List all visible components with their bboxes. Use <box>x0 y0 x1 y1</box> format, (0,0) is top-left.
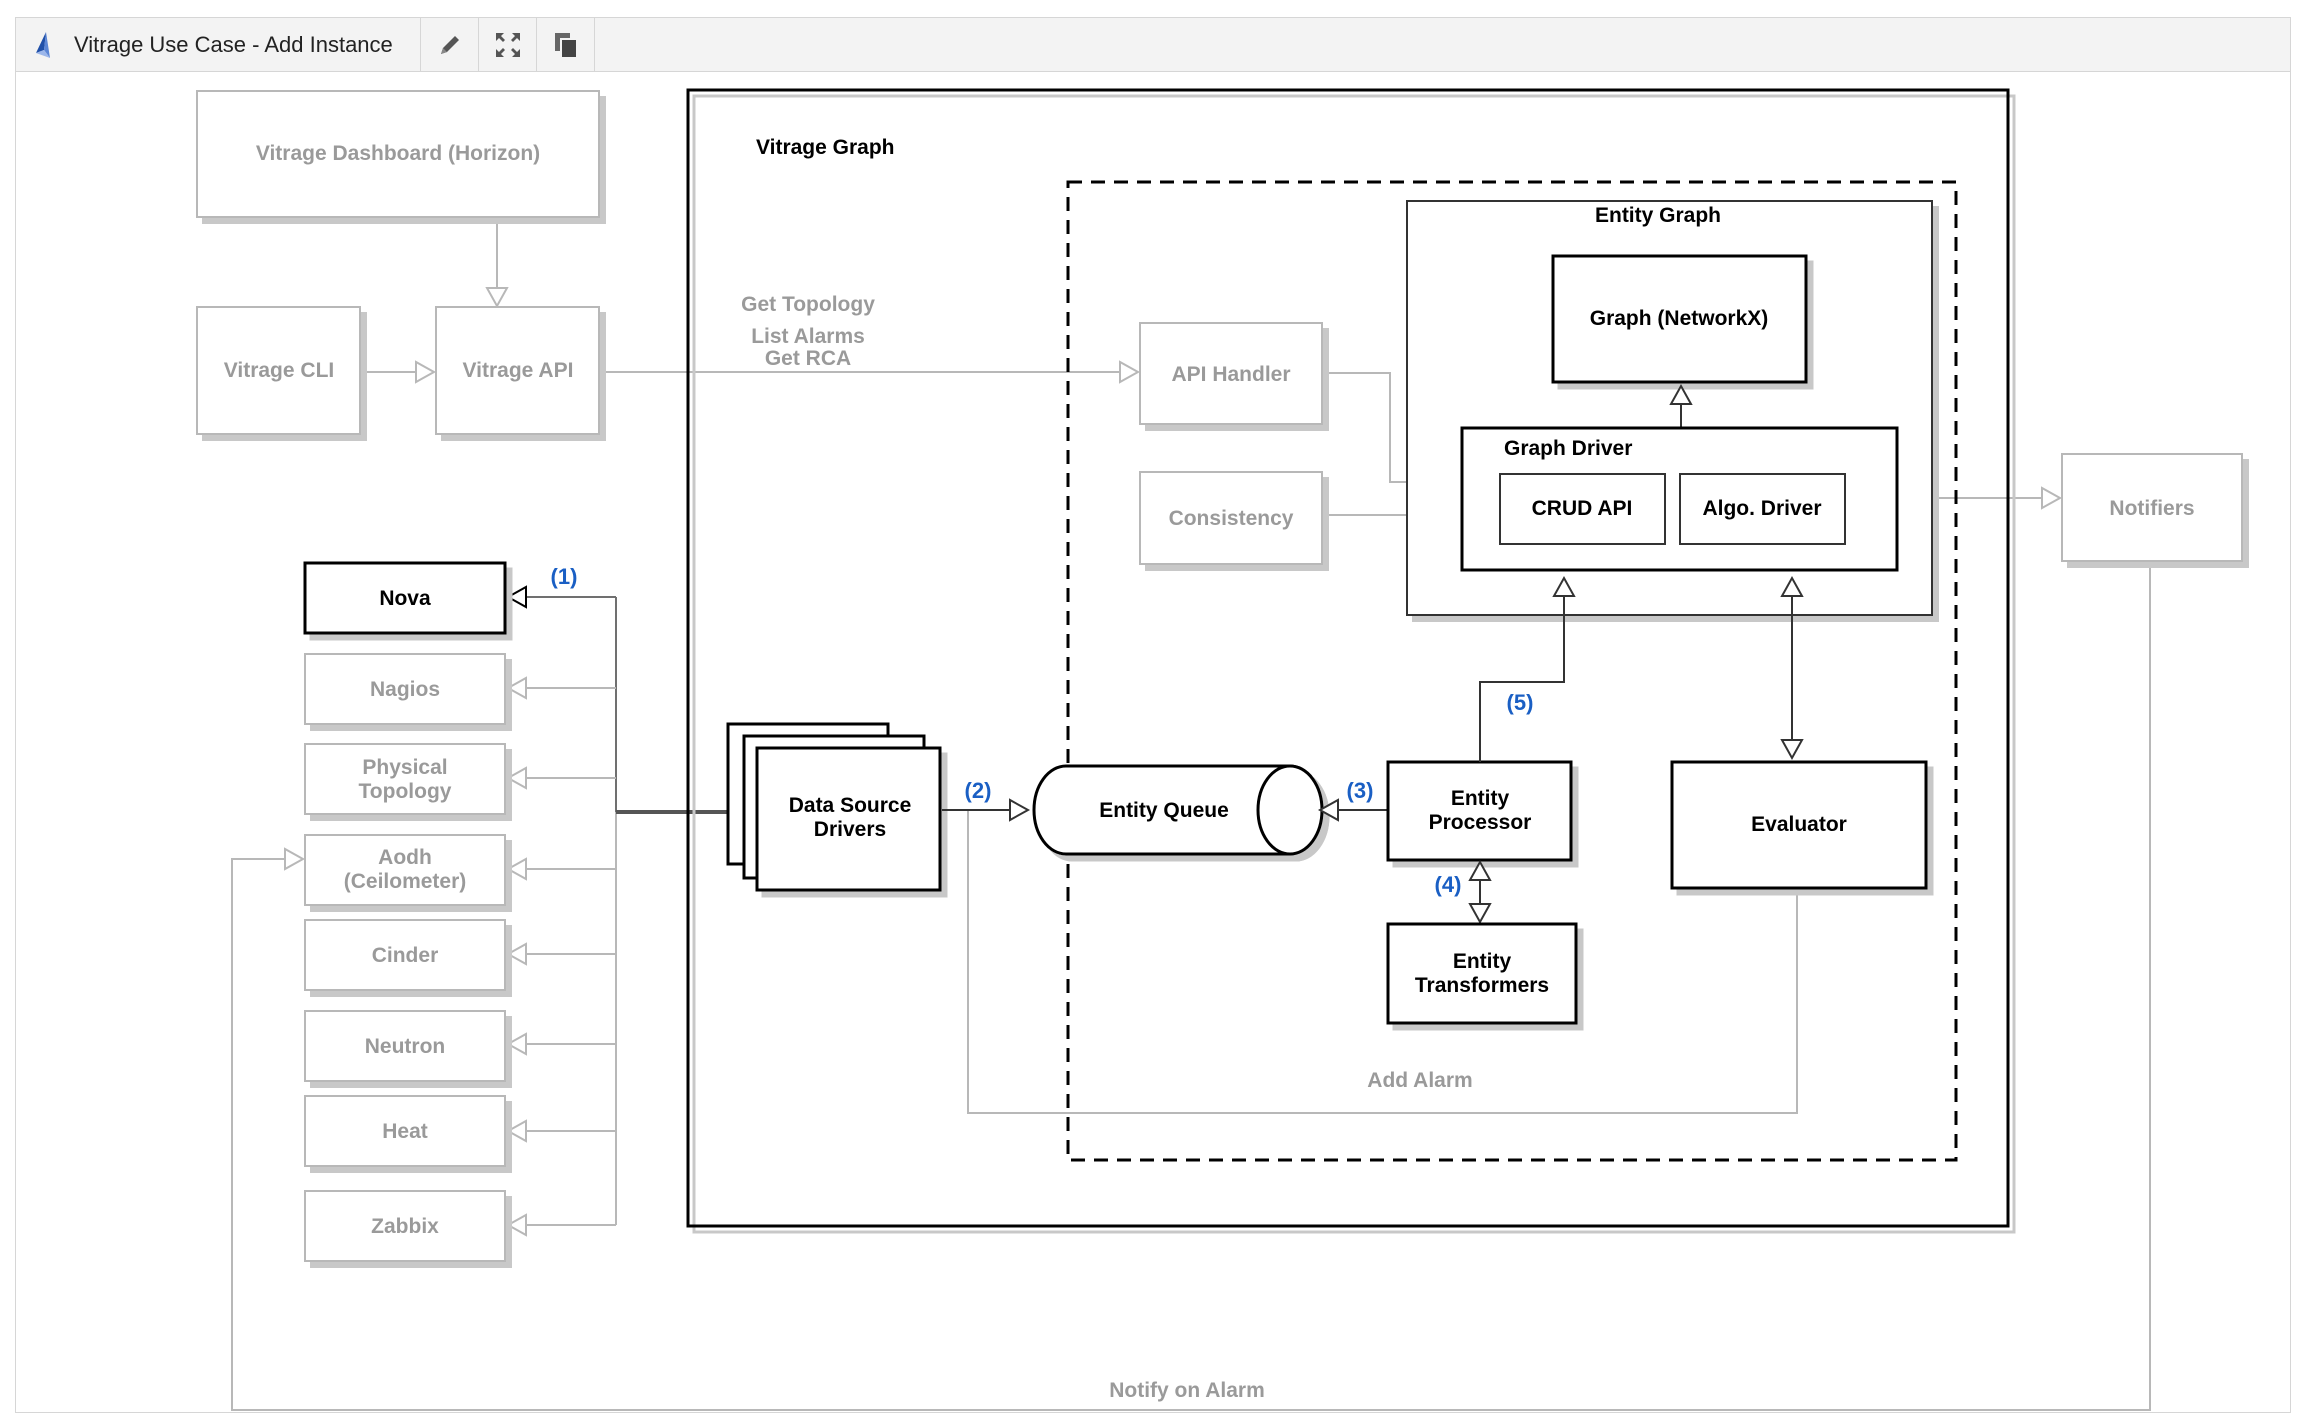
notify-on-alarm-label: Notify on Alarm <box>1109 1379 1265 1402</box>
entity-queue-label: Entity Queue <box>1099 799 1229 822</box>
aodh-box[interactable] <box>304 834 506 906</box>
expand-icon <box>495 32 520 57</box>
edit-button[interactable] <box>421 18 479 71</box>
physical-topology-box[interactable] <box>304 743 506 815</box>
api-handler-box[interactable] <box>1139 322 1323 425</box>
algo-driver-label: Algo. Driver <box>1702 497 1821 520</box>
fullscreen-button[interactable] <box>479 18 537 71</box>
evaluator-box[interactable] <box>1670 760 1928 890</box>
data-source-label-2: Drivers <box>814 818 886 841</box>
step-3-label: (3) <box>1347 778 1374 803</box>
algo-driver-box[interactable] <box>1679 473 1846 545</box>
api-box[interactable] <box>435 306 600 435</box>
connector-datasource-bus <box>505 585 730 1237</box>
data-source-drivers[interactable] <box>726 722 942 892</box>
dashboard-label: Vitrage Dashboard (Horizon) <box>256 142 540 165</box>
neutron-label: Neutron <box>365 1035 446 1058</box>
entity-graph-title: Entity Graph <box>1595 204 1721 227</box>
physical-topology-label-1: Physical <box>362 756 447 779</box>
nova-label: Nova <box>379 587 431 610</box>
consistency-label: Consistency <box>1169 507 1294 530</box>
aodh-label-2: (Ceilometer) <box>344 870 467 893</box>
toolbar: Vitrage Use Case - Add Instance <box>15 17 2291 72</box>
diagram-title: Vitrage Use Case - Add Instance <box>74 31 393 57</box>
connector-processor-graphdriver <box>1479 575 1576 762</box>
cli-box[interactable] <box>196 306 361 435</box>
neutron-box[interactable] <box>304 1010 506 1082</box>
heat-box[interactable] <box>304 1095 506 1167</box>
networkx-label: Graph (NetworkX) <box>1590 307 1769 330</box>
connector-notify-on-alarm <box>231 561 2151 1411</box>
connector-api-handler <box>598 360 1141 384</box>
connector-processor-transformers <box>1468 859 1492 925</box>
notifiers-label: Notifiers <box>2109 497 2194 520</box>
step-4-label: (4) <box>1435 872 1462 897</box>
diagram-title-tab[interactable]: Vitrage Use Case - Add Instance <box>16 18 421 71</box>
connector-graphdriver-networkx <box>1669 383 1693 428</box>
crud-api-box[interactable] <box>1499 473 1666 545</box>
api-handler-label: API Handler <box>1171 363 1290 386</box>
consistency-box[interactable] <box>1139 471 1323 565</box>
add-alarm-label: Add Alarm <box>1367 1069 1472 1092</box>
aodh-label-1: Aodh <box>378 846 432 869</box>
get-topology-label: Get Topology <box>741 293 875 316</box>
step-2-label: (2) <box>965 778 992 803</box>
api-label: Vitrage API <box>463 359 574 382</box>
cinder-box[interactable] <box>304 919 506 991</box>
nagios-box[interactable] <box>304 653 506 725</box>
connector-dashboard-api <box>485 220 509 309</box>
nova-box[interactable] <box>303 561 507 635</box>
connector-processor-queue <box>1317 798 1388 822</box>
vitrage-graph-title: Vitrage Graph <box>756 136 895 159</box>
entity-processor-label-2: Processor <box>1429 811 1532 834</box>
evaluator-label: Evaluator <box>1751 813 1847 836</box>
connector-datasource-queue <box>942 798 1031 822</box>
entity-queue[interactable] <box>1032 764 1324 856</box>
entity-processor-label-1: Entity <box>1451 787 1510 810</box>
nagios-label: Nagios <box>370 678 440 701</box>
get-rca-label: Get RCA <box>765 347 851 370</box>
entity-transformers-label-2: Transformers <box>1415 974 1549 997</box>
entity-transformers-label-1: Entity <box>1453 950 1512 973</box>
copy-button[interactable] <box>537 18 595 71</box>
notifiers-box[interactable] <box>2061 453 2243 562</box>
copy-icon <box>554 32 578 59</box>
list-alarms-label: List Alarms <box>751 325 865 348</box>
crud-api-label: CRUD API <box>1532 497 1633 520</box>
heat-label: Heat <box>382 1120 428 1143</box>
dashed-boundary <box>1066 180 1958 1162</box>
diagram-logo-icon <box>36 31 50 58</box>
physical-topology-label-2: Topology <box>359 780 452 803</box>
step-5-label: (5) <box>1507 690 1534 715</box>
data-source-label-1: Data Source <box>789 794 912 817</box>
zabbix-box[interactable] <box>304 1190 506 1262</box>
zabbix-label: Zabbix <box>371 1215 439 1238</box>
connector-evaluator-graphdriver <box>1780 575 1804 761</box>
vitrage-graph-container <box>686 88 2010 1228</box>
dashboard-box[interactable] <box>196 90 600 218</box>
cinder-label: Cinder <box>372 944 439 967</box>
pencil-icon <box>440 35 459 54</box>
cli-label: Vitrage CLI <box>224 359 334 382</box>
networkx-box[interactable] <box>1551 254 1808 384</box>
connector-cli-api <box>361 360 437 384</box>
step-1-label: (1) <box>551 564 578 589</box>
entity-transformers-box[interactable] <box>1386 922 1578 1025</box>
graph-driver-label: Graph Driver <box>1504 437 1632 460</box>
